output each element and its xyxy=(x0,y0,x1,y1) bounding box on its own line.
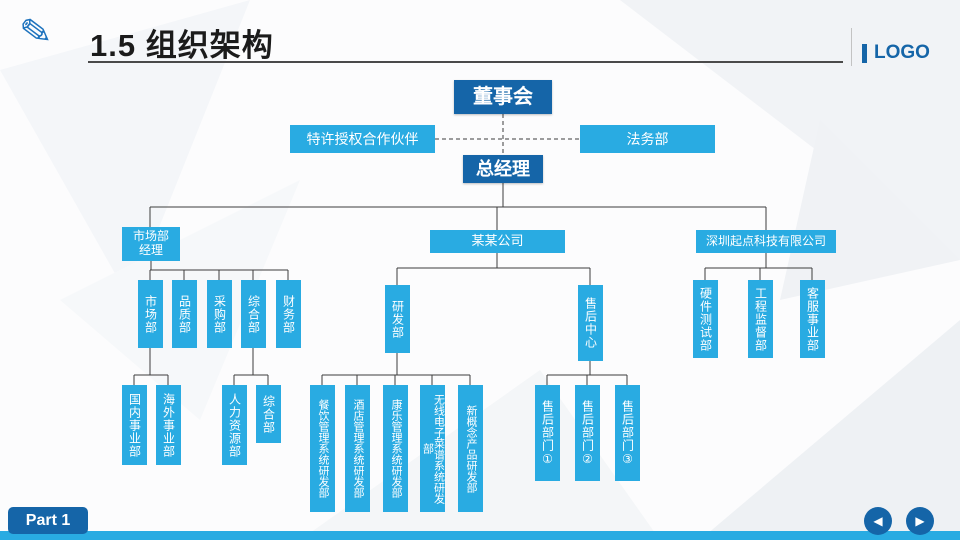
logo-divider xyxy=(851,28,852,66)
org-node-catering-rd: 餐饮管理系统研发部 xyxy=(310,385,335,512)
org-node-company-b: 深圳起点科技有限公司 xyxy=(696,230,836,253)
title-underline xyxy=(88,61,843,63)
org-node-rd-dept: 研发部 xyxy=(385,285,410,353)
page-title: 1.5 组织架构 xyxy=(90,28,274,63)
org-node-hr-dept: 人力资源部 xyxy=(222,385,247,465)
logo-bar-icon xyxy=(862,43,867,63)
org-node-new-concept-rd: 新概念产品研发部 xyxy=(458,385,483,512)
org-node-general-dept: 综合部 xyxy=(241,280,266,348)
org-node-overseas-business: 海外事业部 xyxy=(156,385,181,465)
org-node-franchise-partner: 特许授权合作伙伴 xyxy=(290,125,435,153)
logo-text: LOGO xyxy=(874,42,930,63)
prev-slide-button[interactable]: ◀ xyxy=(864,507,892,535)
org-node-after-sales-center: 售后中心 xyxy=(578,285,603,361)
org-node-general-manager: 总经理 xyxy=(463,155,543,183)
org-node-marketing-manager: 市场部 经理 xyxy=(122,227,180,261)
logo: LOGO xyxy=(862,42,930,64)
org-node-after-sales-1: 售后部门① xyxy=(535,385,560,481)
org-node-company-a: 某某公司 xyxy=(430,230,565,253)
org-node-market-dept: 市场部 xyxy=(138,280,163,348)
bottom-bar xyxy=(0,531,960,540)
org-node-purchasing-dept: 采购部 xyxy=(207,280,232,348)
org-node-legal-dept: 法务部 xyxy=(580,125,715,153)
part-label: Part 1 xyxy=(8,507,88,534)
next-slide-button[interactable]: ▶ xyxy=(906,507,934,535)
org-node-customer-service-dept: 客服事业部 xyxy=(800,280,825,358)
org-node-quality-dept: 品质部 xyxy=(172,280,197,348)
org-node-after-sales-2: 售后部门② xyxy=(575,385,600,481)
org-node-domestic-business: 国内事业部 xyxy=(122,385,147,465)
org-node-finance-dept: 财务部 xyxy=(276,280,301,348)
org-node-general-dept-2: 综合部 xyxy=(256,385,281,443)
pencil-icon: ✎ xyxy=(17,9,55,57)
org-node-wireless-menu-rd: 无线电子菜谱系统研发部 xyxy=(420,385,445,512)
org-node-engineering-supervision-dept: 工程监督部 xyxy=(748,280,773,358)
org-node-recreation-rd: 康乐管理系统研发部 xyxy=(383,385,408,512)
org-node-hardware-test-dept: 硬件测试部 xyxy=(693,280,718,358)
org-node-board: 董事会 xyxy=(454,80,552,114)
org-node-hotel-rd: 酒店管理系统研发部 xyxy=(345,385,370,512)
org-node-after-sales-3: 售后部门③ xyxy=(615,385,640,481)
